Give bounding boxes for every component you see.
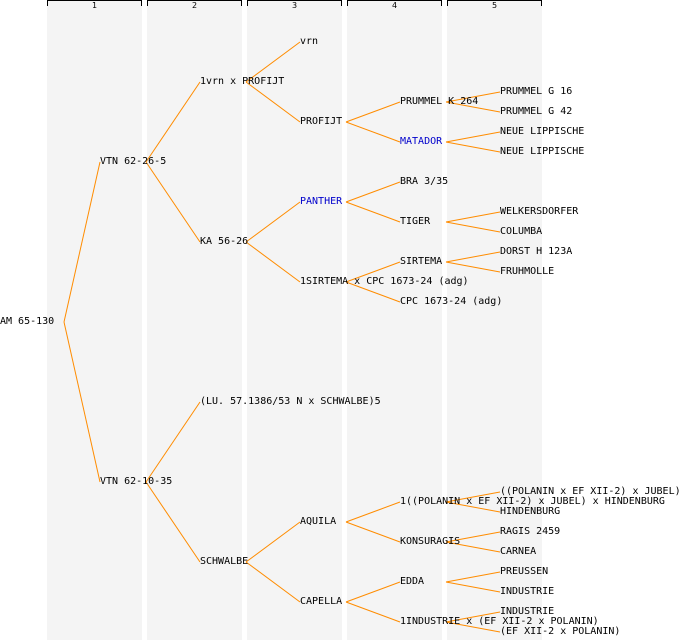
pedigree-edge bbox=[345, 501, 401, 523]
pedigree-edge bbox=[245, 521, 301, 563]
pedigree-edge bbox=[345, 281, 401, 303]
pedigree-node[interactable]: AQUILA bbox=[300, 516, 337, 527]
pedigree-edge bbox=[445, 131, 501, 143]
pedigree-node[interactable]: RAGIS 2459 bbox=[500, 526, 561, 537]
column-bracket bbox=[347, 0, 442, 6]
pedigree-node[interactable]: HINDENBURG bbox=[500, 506, 561, 517]
pedigree-node[interactable]: SCHWALBE bbox=[200, 556, 249, 567]
pedigree-node[interactable]: (LU. 57.1386/53 N x SCHWALBE)5 bbox=[200, 396, 381, 407]
pedigree-edge bbox=[445, 141, 501, 153]
pedigree-node[interactable]: PRUMMEL G 42 bbox=[500, 106, 573, 117]
pedigree-edge bbox=[345, 181, 401, 203]
pedigree-node[interactable]: BRA 3/35 bbox=[400, 176, 449, 187]
pedigree-edge bbox=[445, 211, 501, 223]
pedigree-edge bbox=[245, 561, 301, 603]
pedigree-node[interactable]: (EF XII-2 x POLANIN) bbox=[500, 626, 621, 637]
pedigree-edge bbox=[445, 221, 501, 233]
generation-column bbox=[247, 0, 342, 640]
pedigree-edge bbox=[245, 81, 301, 123]
column-bracket bbox=[147, 0, 242, 6]
pedigree-edge bbox=[345, 201, 401, 223]
pedigree-edge bbox=[145, 161, 201, 243]
pedigree-edge bbox=[245, 201, 301, 243]
pedigree-edge bbox=[445, 261, 501, 273]
pedigree-edge bbox=[445, 571, 501, 583]
pedigree-edge bbox=[445, 541, 501, 553]
generation-column bbox=[347, 0, 442, 640]
pedigree-node[interactable]: NEUE LIPPISCHE bbox=[500, 126, 585, 137]
pedigree-edge bbox=[345, 101, 401, 123]
pedigree-node[interactable]: KA 56-26 bbox=[200, 236, 249, 247]
pedigree-node-dam[interactable]: VTN 62-10-35 bbox=[100, 476, 173, 487]
pedigree-node[interactable]: TIGER bbox=[400, 216, 431, 227]
pedigree-node[interactable]: WELKERSDORFER bbox=[500, 206, 579, 217]
pedigree-node[interactable]: CAPELLA bbox=[300, 596, 343, 607]
pedigree-node[interactable]: INDUSTRIE bbox=[500, 586, 555, 597]
column-number: 5 bbox=[491, 1, 498, 10]
pedigree-node[interactable]: CPC 1673-24 (adg) bbox=[400, 296, 503, 307]
pedigree-node[interactable]: vrn bbox=[300, 36, 319, 47]
pedigree-node[interactable]: PREUSSEN bbox=[500, 566, 549, 577]
pedigree-edge bbox=[445, 491, 501, 503]
pedigree-node[interactable]: 1vrn x PROFIJT bbox=[200, 76, 285, 87]
pedigree-edge bbox=[445, 621, 501, 633]
pedigree-node[interactable]: PRUMMEL G 16 bbox=[500, 86, 573, 97]
pedigree-edge bbox=[63, 161, 101, 323]
pedigree-node[interactable]: PRUMMEL K 264 bbox=[400, 96, 479, 107]
pedigree-edge bbox=[445, 581, 501, 593]
pedigree-node[interactable]: 1SIRTEMA x CPC 1673-24 (adg) bbox=[300, 276, 469, 287]
pedigree-edge bbox=[345, 261, 401, 283]
pedigree-node[interactable]: COLUMBA bbox=[500, 226, 543, 237]
pedigree-node-link-matador[interactable]: MATADOR bbox=[400, 136, 443, 147]
pedigree-edge bbox=[245, 41, 301, 83]
pedigree-node[interactable]: 1INDUSTRIE x (EF XII-2 x POLANIN) bbox=[400, 616, 599, 627]
pedigree-node[interactable]: KONSURAGIS bbox=[400, 536, 461, 547]
pedigree-edge bbox=[445, 611, 501, 623]
pedigree-edge bbox=[345, 581, 401, 603]
pedigree-node[interactable]: INDUSTRIE bbox=[500, 606, 555, 617]
pedigree-edge bbox=[345, 521, 401, 543]
pedigree-node[interactable]: SIRTEMA bbox=[400, 256, 443, 267]
pedigree-node[interactable]: CARNEA bbox=[500, 546, 537, 557]
pedigree-node-sire[interactable]: VTN 62-26-5 bbox=[100, 156, 167, 167]
pedigree-edge bbox=[445, 501, 501, 513]
pedigree-edge bbox=[245, 241, 301, 283]
column-bracket bbox=[447, 0, 542, 6]
column-number: 1 bbox=[91, 1, 98, 10]
column-bracket bbox=[247, 0, 342, 6]
pedigree-node[interactable]: NEUE LIPPISCHE bbox=[500, 146, 585, 157]
pedigree-node[interactable]: 1((POLANIN x EF XII-2) x JUBEL) x HINDEN… bbox=[400, 496, 665, 507]
pedigree-edge bbox=[445, 251, 501, 263]
pedigree-node-link-panther[interactable]: PANTHER bbox=[300, 196, 343, 207]
generation-column bbox=[47, 0, 142, 640]
column-number: 2 bbox=[191, 1, 198, 10]
pedigree-edge bbox=[445, 91, 501, 103]
pedigree-node[interactable]: PROFIJT bbox=[300, 116, 343, 127]
pedigree-edge bbox=[145, 481, 201, 563]
column-number: 3 bbox=[291, 1, 298, 10]
pedigree-edge bbox=[445, 531, 501, 543]
pedigree-node[interactable]: ((POLANIN x EF XII-2) x JUBEL) bbox=[500, 486, 681, 497]
pedigree-edge bbox=[63, 321, 101, 483]
generation-column bbox=[147, 0, 242, 640]
column-number: 4 bbox=[391, 1, 398, 10]
pedigree-edge bbox=[145, 401, 201, 483]
pedigree-edge bbox=[345, 121, 401, 143]
pedigree-node-root[interactable]: AM 65-130 bbox=[0, 316, 55, 327]
pedigree-node[interactable]: EDDA bbox=[400, 576, 425, 587]
pedigree-edge bbox=[145, 81, 201, 163]
column-bracket bbox=[47, 0, 142, 6]
pedigree-edge bbox=[345, 601, 401, 623]
pedigree-edge bbox=[445, 101, 501, 113]
pedigree-node[interactable]: FRUHMOLLE bbox=[500, 266, 555, 277]
pedigree-node[interactable]: DORST H 123A bbox=[500, 246, 573, 257]
